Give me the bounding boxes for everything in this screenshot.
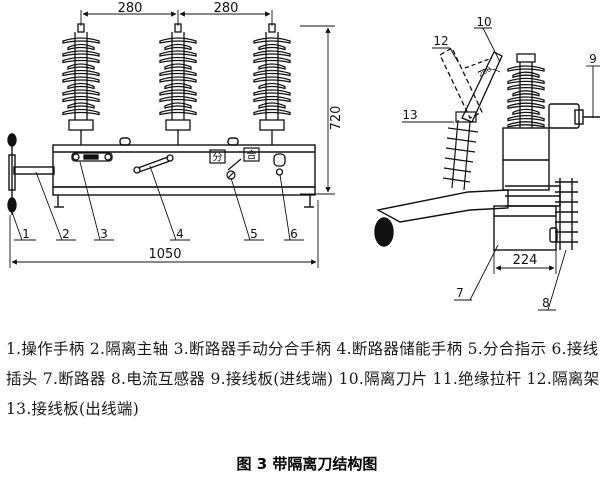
- callout-6: 6: [290, 227, 298, 241]
- svg-text:分: 分: [213, 152, 223, 164]
- dimension-lines-front: [9, 10, 335, 268]
- side-insulator: [507, 53, 545, 128]
- isolating-frame: 200: [439, 47, 503, 123]
- callout-8: 8: [542, 296, 550, 310]
- svg-text:合: 合: [247, 149, 257, 162]
- dim-top-left: 280: [118, 1, 143, 16]
- leader-lines-front: [11, 161, 304, 241]
- breaker-housing: [52, 137, 316, 208]
- dim-top-right: 280: [214, 1, 239, 16]
- callout-9: 9: [589, 52, 597, 66]
- callout-13: 13: [402, 108, 417, 122]
- dim-side-depth: 224: [513, 253, 538, 268]
- insulator-b: [159, 23, 197, 145]
- dimension-lines-side: [493, 246, 557, 274]
- side-breaker-body: [374, 103, 600, 251]
- callout-2: 2: [62, 227, 70, 241]
- energy-storage-handle: [133, 154, 174, 174]
- dim-width: 1050: [148, 247, 181, 262]
- callout-7: 7: [456, 286, 464, 300]
- part-legend: 1.操作手柄 2.隔离主轴 3.断路器手动分合手柄 4.断路器储能手柄 5.分合…: [6, 340, 600, 418]
- structure-drawing: 分 合 280 280 720 1050 1 2 3: [7, 1, 600, 311]
- front-insulators: [62, 23, 291, 145]
- callouts-front: 1 2 3 4 5 6: [22, 227, 298, 241]
- operating-handle: [7, 133, 55, 215]
- callouts-side: 10 12 13 9 7 8: [402, 15, 596, 310]
- callout-12: 12: [433, 34, 448, 48]
- side-insulator-stack: [507, 53, 545, 128]
- callout-3: 3: [100, 227, 108, 241]
- manual-close-open-handle: [71, 152, 113, 162]
- insulator-c: [253, 23, 291, 145]
- callout-4: 4: [176, 227, 184, 241]
- figure-caption: 图 3 带隔离刀结构图: [236, 455, 378, 473]
- dim-height: 720: [329, 106, 344, 131]
- leader-lines-side: [402, 27, 600, 311]
- angle-mark: 200: [477, 65, 493, 79]
- insulator-a: [62, 23, 100, 145]
- callout-5: 5: [250, 227, 258, 241]
- callout-1: 1: [22, 227, 30, 241]
- outlet-insulator-13: [442, 111, 479, 191]
- callout-10: 10: [476, 15, 491, 29]
- connection-plug: [273, 153, 286, 176]
